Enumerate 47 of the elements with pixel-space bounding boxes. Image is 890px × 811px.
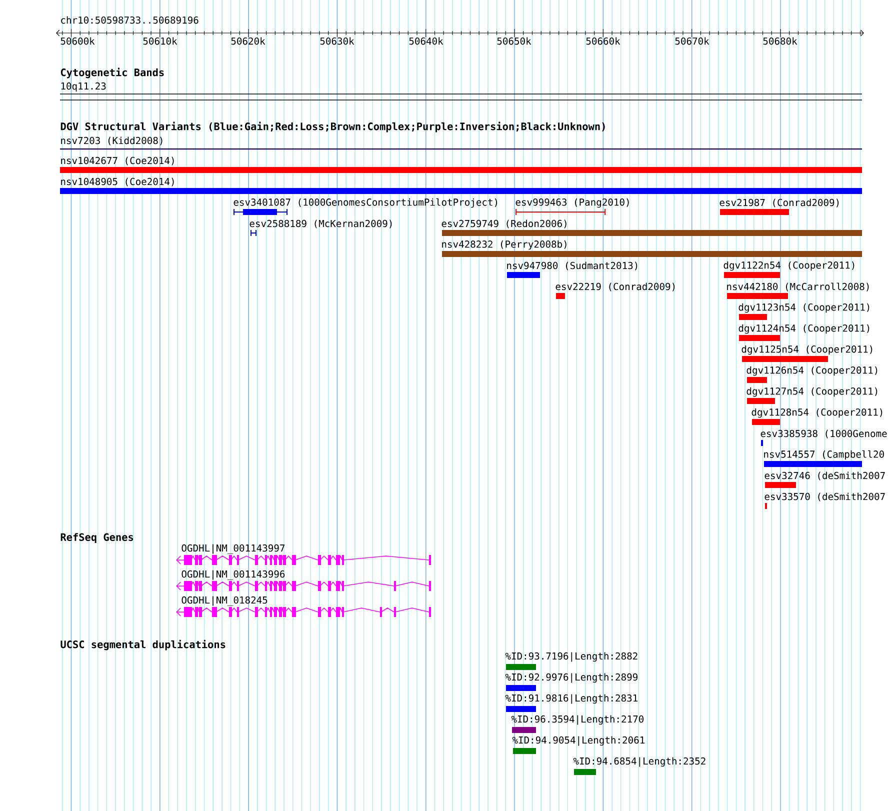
track-title: RefSeq Genes xyxy=(60,533,134,543)
tick-label: 50600k xyxy=(60,37,95,45)
feature-label: nsv7203 (Kidd2008) xyxy=(61,136,162,146)
feature-label: OGDHL|NM_001143997 xyxy=(182,544,284,554)
feature-label: %ID:96.3594|Length:2170 xyxy=(511,715,644,725)
tick-label: 50620k xyxy=(231,37,266,45)
feature-label: %ID:92.9976|Length:2899 xyxy=(505,673,638,683)
feature-label: nsv1042677 (Coe2014) xyxy=(61,156,174,166)
tick-label: 50630k xyxy=(320,37,354,45)
feature-label: esv2759749 (Redon2006) xyxy=(442,220,566,228)
tick-label: 50610k xyxy=(143,37,178,45)
feature-label: nsv1048905 (Coe2014) xyxy=(61,178,174,186)
feature-label: esv999463 (Pang2010) xyxy=(516,198,629,208)
feature-label: %ID:94.9054|Length:2061 xyxy=(512,736,644,746)
track-title: Cytogenetic Bands xyxy=(60,68,164,78)
feature-label: dgv1124n54 (Cooper2011) xyxy=(738,324,870,334)
feature-label: dgv1126n54 (Cooper2011) xyxy=(746,366,878,376)
feature-label: esv2588189 (McKernan2009) xyxy=(250,220,392,228)
feature-label: dgv1127n54 (Cooper2011) xyxy=(746,387,878,397)
feature-label: chr10:50598733..50689196 xyxy=(61,16,198,24)
feature-label: %ID:93.7196|Length:2882 xyxy=(505,652,638,662)
feature-label: OGDHL|NM_001143996 xyxy=(182,570,285,580)
feature-label: dgv1122n54 (Cooper2011) xyxy=(724,261,854,271)
tick-label: 50640k xyxy=(409,37,444,45)
feature-label: esv22219 (Conrad2009) xyxy=(556,282,675,292)
feature-label: nsv514557 (Campbell20 xyxy=(764,450,884,460)
tick-label: 50670k xyxy=(675,37,710,45)
tick-label: 50680k xyxy=(763,37,798,45)
track-title: UCSC segmental duplications xyxy=(60,640,226,650)
feature-label: OGDHL|NM_018245 xyxy=(182,596,268,606)
feature-label: dgv1128n54 (Cooper2011) xyxy=(752,408,882,418)
feature-label: %ID:91.9816|Length:2831 xyxy=(505,694,638,704)
feature-label: esv3401087 (1000GenomesConsortiumPilotProject) xyxy=(234,198,498,208)
feature-label: nsv947980 (Sudmant2013) xyxy=(507,262,638,270)
feature-label: nsv428232 (Perry2008b) xyxy=(442,240,566,250)
feature-label: esv21987 (Conrad2009) xyxy=(720,198,839,208)
feature-label: esv33570 (deSmith2007 xyxy=(764,492,885,502)
feature-label: esv3385938 (1000Genome xyxy=(760,430,887,438)
feature-label: esv32746 (deSmith2007 xyxy=(764,472,885,480)
feature-label: 10q11.23 xyxy=(61,82,106,92)
feature-label: dgv1123n54 (Cooper2011) xyxy=(738,303,870,313)
feature-label: %ID:94.6854|Length:2352 xyxy=(573,757,706,767)
tick-label: 50660k xyxy=(586,37,620,45)
track-title: DGV Structural Variants (Blue:Gain;Red:Loss;Brown:Complex;Purple:Inversion;Black:Unknown) xyxy=(60,122,605,132)
feature-label: nsv442180 (McCarroll2008) xyxy=(727,282,869,292)
tick-label: 50650k xyxy=(497,37,532,45)
feature-label: dgv1125n54 (Cooper2011) xyxy=(742,345,872,355)
